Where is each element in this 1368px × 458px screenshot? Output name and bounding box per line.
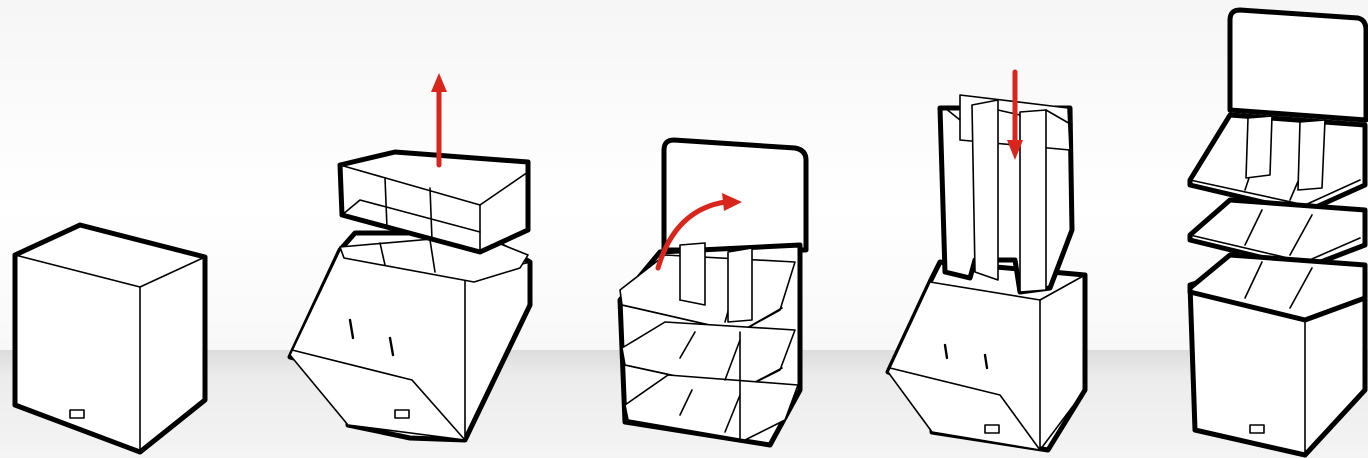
arrow-curved (655, 199, 728, 271)
arrow-curved-head (722, 193, 742, 211)
arrow-up-head (431, 73, 447, 92)
step-1-closed-box (12, 222, 208, 455)
step-5-assembled-display (1187, 7, 1368, 458)
arrow-down-head (1007, 140, 1023, 160)
step-4-insert-dividers (885, 69, 1088, 453)
step-2-lift-shelf-insert (287, 73, 533, 443)
step-3-fold-header-up (617, 137, 809, 448)
